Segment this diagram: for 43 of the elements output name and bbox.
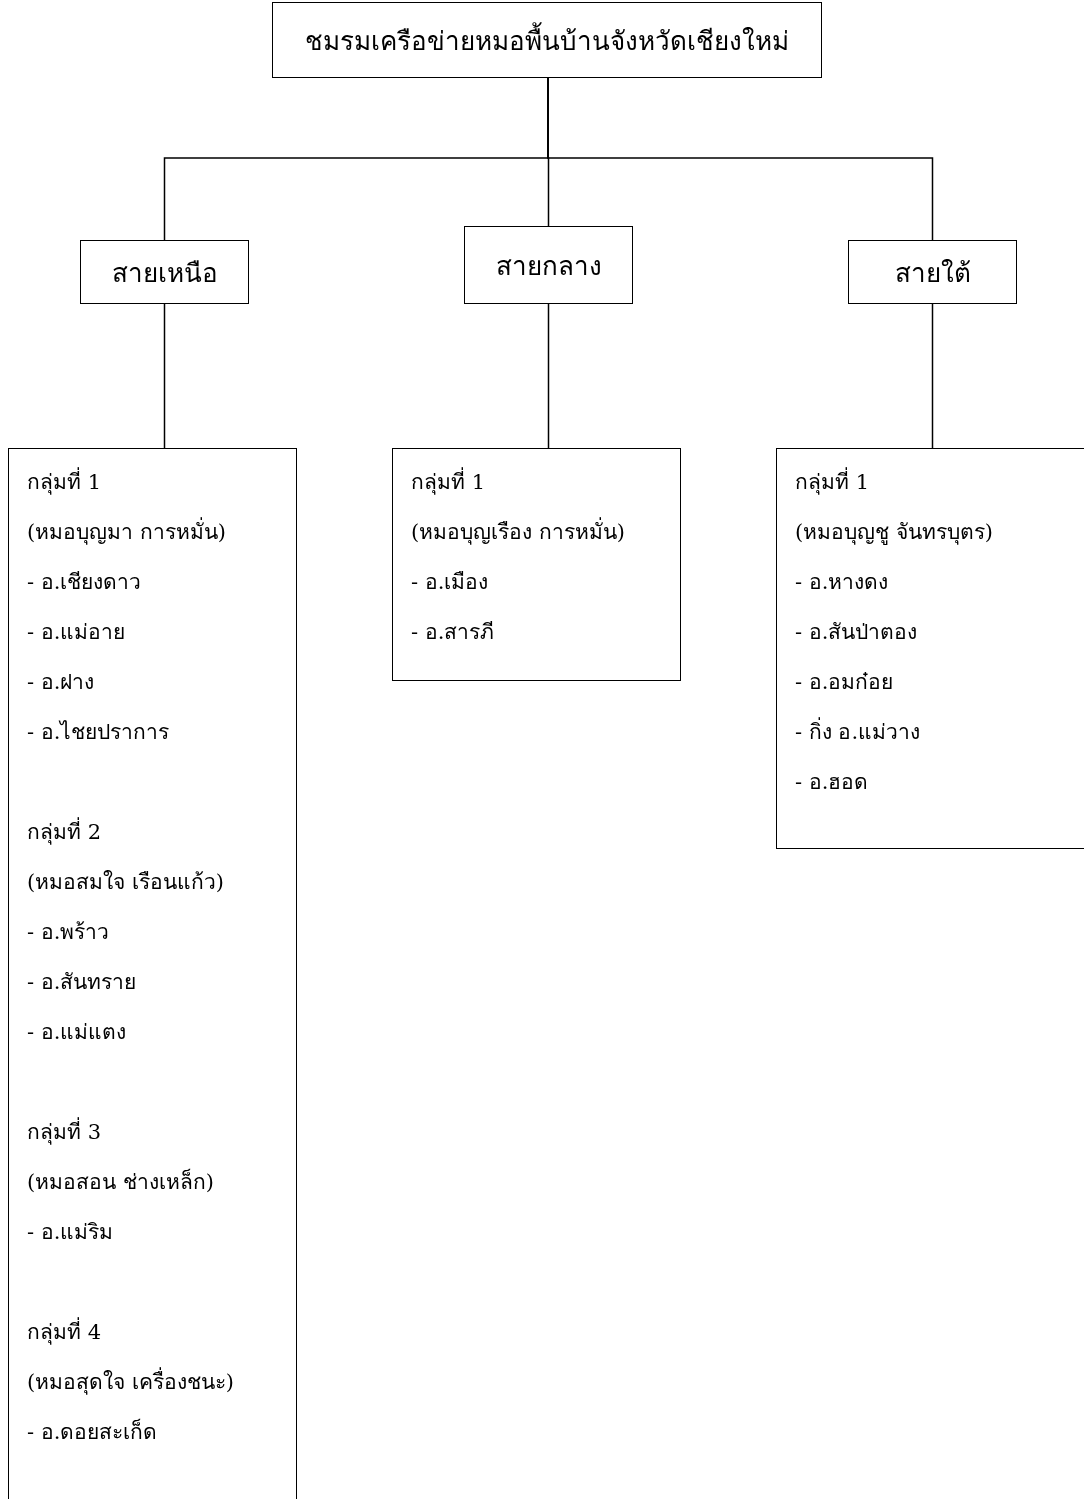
list-item: - อ.แม่ริม — [27, 1219, 114, 1246]
list-box — [392, 448, 681, 681]
list-item: - อ.อมก๋อย — [795, 669, 894, 696]
org-box — [848, 240, 1017, 304]
list-box — [8, 448, 297, 1499]
list-item: - อ.ดอยสะเก็ด — [27, 1417, 158, 1446]
list-item: กลุ่มที่ 2 — [27, 817, 102, 847]
list-item: - อ.แม่แตง — [27, 1019, 127, 1046]
list-item: - อ.พร้าว — [27, 919, 110, 946]
list-item: - อ.สันทราย — [27, 969, 137, 996]
connector-line — [163, 303, 166, 449]
list-item: กลุ่มที่ 1 — [795, 467, 870, 497]
connector-line — [547, 303, 550, 449]
list-item: - อ.สารภี — [411, 619, 495, 646]
org-box — [272, 2, 822, 78]
list-item: - อ.หางดง — [795, 569, 889, 596]
list-item: (หมอบุญเรือง การหมั่น) — [411, 517, 626, 547]
org-box — [80, 240, 249, 304]
list-item: (หมอสุดใจ เครื่องชนะ) — [27, 1367, 235, 1397]
list-item: กลุ่มที่ 1 — [27, 467, 102, 497]
list-item: - อ.สันป่าตอง — [795, 619, 918, 646]
org-box — [464, 226, 633, 304]
list-item: (หมอสอน ช่างเหล็ก) — [27, 1167, 215, 1196]
box-title: สายใต้ — [894, 256, 971, 290]
box-title: สายกลาง — [495, 249, 602, 283]
list-item: (หมอสมใจ เรือนแก้ว) — [27, 869, 225, 896]
list-item: - อ.ฮอด — [795, 769, 869, 796]
connector-line — [547, 77, 934, 241]
list-item: - อ.ฝาง — [27, 669, 95, 696]
list-item: (หมอบุญชู จันทรบุตร) — [795, 519, 994, 547]
list-item: - อ.เชียงดาว — [27, 569, 142, 596]
list-item: กลุ่มที่ 4 — [27, 1317, 102, 1347]
list-item: - อ.ไชยปราการ — [27, 719, 170, 746]
list-item: - อ.เมือง — [411, 569, 489, 596]
list-item: กลุ่มที่ 3 — [27, 1117, 102, 1147]
list-item: - กิ่ง อ.แม่วาง — [795, 717, 921, 747]
list-item: - อ.แม่อาย — [27, 619, 126, 646]
list-item: กลุ่มที่ 1 — [411, 467, 486, 497]
box-title: สายเหนือ — [111, 256, 218, 290]
box-title: ชมรมเครือข่ายหมอพื้นบ้านจังหวัดเชียงใหม่ — [305, 19, 789, 61]
connector-line — [931, 303, 934, 449]
list-box — [776, 448, 1084, 849]
list-item: (หมอบุญมา การหมั่น) — [27, 517, 227, 547]
